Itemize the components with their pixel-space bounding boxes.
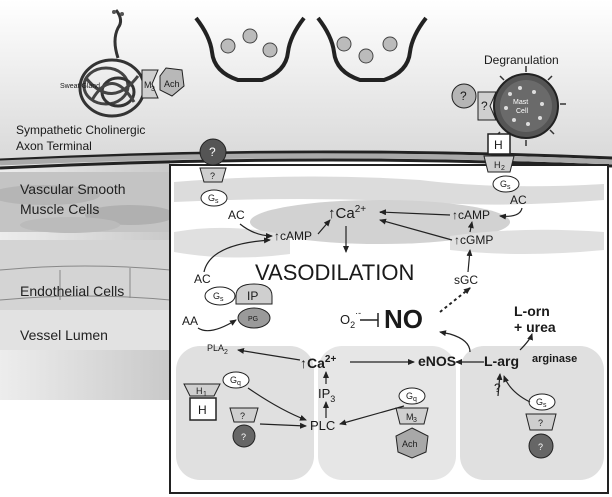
h2-ligand-label: H [494, 138, 503, 152]
ach-label: Ach [164, 79, 180, 89]
ach-molecule: Ach [159, 67, 185, 97]
mast-receptor-question: ? [481, 99, 488, 113]
m3-sub: 3 [151, 86, 155, 93]
axon-terminal-left [194, 16, 306, 82]
smooth-muscle-cells [174, 176, 604, 258]
cgmp-label: ↑cGMP [454, 233, 493, 247]
mast-ligand-question: ? [460, 89, 467, 103]
ac-mid-label: AC [194, 272, 211, 286]
gs-br-g: G [536, 397, 543, 407]
gi-receptor-top: ? ? G s [199, 138, 228, 207]
vessel-wall [0, 150, 612, 170]
br-ligand-question: ? [538, 442, 543, 452]
gs-br-sub: s [543, 402, 547, 409]
ip-receptor: IP PG [235, 283, 273, 329]
top-receptor-question: ? [210, 171, 215, 181]
m3-label: M [144, 80, 152, 90]
l-arg-label: L-arg [484, 353, 519, 369]
endothelial-label: Endothelial Cells [20, 283, 124, 299]
urea-label: + urea [514, 319, 556, 335]
arg-question: ? [494, 381, 501, 395]
sgc-label: sGC [454, 273, 478, 287]
axon-terminal-label-line1: Sympathetic Cholinergic [16, 123, 145, 137]
no-label: NO [384, 304, 423, 334]
br-receptor-question: ? [538, 418, 543, 428]
gq-center-sub: q [413, 396, 417, 403]
enos-label: eNOS [418, 353, 456, 369]
m3-bottom-sub: 3 [413, 417, 417, 424]
mast-cell-label-line2: Cell [516, 108, 529, 115]
left-tissue-layers [0, 172, 175, 350]
vasodilation-label: VASODILATION [255, 260, 414, 285]
aa-label: AA [182, 314, 198, 328]
vsmc-label-line2: Muscle Cells [20, 201, 99, 217]
mast-cell-label-line1: Mast [513, 99, 528, 106]
lumen-label: Vessel Lumen [20, 327, 108, 343]
h2-receptor: H H 2 G s [483, 133, 520, 193]
gq-center-g: G [406, 391, 413, 401]
arginase-label: arginase [532, 353, 577, 365]
h1-sub: 1 [203, 391, 207, 398]
h1-label: H [196, 386, 203, 396]
gs-mid-g: G [213, 291, 220, 301]
l-orn-label: L-orn [514, 303, 550, 319]
h2-sub: 2 [501, 165, 505, 172]
ac-left-label: AC [228, 208, 245, 222]
gs-bottom-right: G s [528, 393, 556, 411]
axon-terminal-right [316, 16, 428, 82]
gs-mid-sub: s [220, 296, 224, 303]
mast-cell [493, 66, 566, 146]
unknown-receptor-bottom-left: ? ? [229, 407, 259, 448]
pg-label: PG [248, 316, 258, 323]
ach-bottom-label: Ach [402, 439, 418, 449]
pathway-arrows [197, 207, 533, 429]
gs-right-sub: s [507, 184, 511, 191]
gs-right-g: G [500, 179, 507, 189]
m3-receptor: M 3 [141, 69, 159, 99]
degranulation-label: Degranulation [484, 53, 559, 67]
gs-top-sub: s [215, 198, 219, 205]
gq-center: G q [398, 387, 426, 405]
inhibition-symbol [360, 313, 379, 327]
gq-left: G q [222, 371, 250, 389]
top-ligand-question: ? [209, 145, 216, 159]
gq-left-sub: q [237, 380, 241, 387]
bl-ligand-question: ? [241, 432, 246, 442]
gq-left-g: G [230, 375, 237, 385]
axon-terminal-label-line2: Axon Terminal [16, 139, 92, 153]
bl-receptor-question: ? [240, 411, 245, 421]
camp-right-label: ↑cAMP [452, 208, 490, 222]
vsmc-label-line1: Vascular Smooth [20, 181, 126, 197]
ac-right-label: AC [510, 193, 527, 207]
ip-label: IP [247, 289, 258, 303]
h1-receptor: H 1 H [183, 383, 221, 421]
unknown-receptor-bottom-right: ? ? [525, 413, 557, 459]
gs-mid: G s [204, 286, 236, 306]
pla2-label: PLA2 [207, 343, 228, 356]
h2-label: H [494, 160, 501, 170]
sweat-gland-label: Sweat Gland [60, 83, 100, 90]
sweat-gland-illustration [78, 9, 146, 118]
camp-left-label: ↑cAMP [274, 229, 312, 243]
gs-top-g: G [208, 193, 215, 203]
m3-receptor-bottom: M 3 Ach [395, 407, 429, 459]
m3-bottom-label: M [406, 412, 414, 422]
mast-cell-receptor: ? ? [451, 83, 497, 121]
plc-label: PLC [310, 418, 335, 433]
h-bottom-label: H [198, 403, 207, 417]
